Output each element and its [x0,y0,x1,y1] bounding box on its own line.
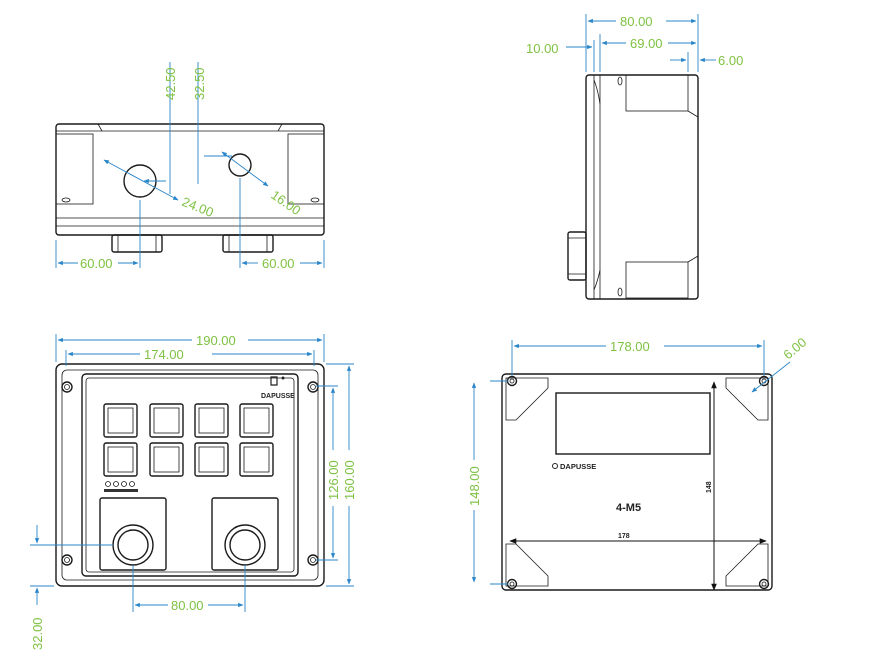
dim-160-00: 160.00 [342,460,357,500]
dim-60-left: 60.00 [80,256,113,271]
inner-dim-178: 178 [618,533,630,540]
dim-174-00: 174.00 [144,347,184,362]
dim-80-00-side: 80.00 [620,14,653,29]
dim-42-50: 42.50 [163,67,178,100]
dim-16-00: 16.00 [268,187,303,218]
button-base-right [211,497,279,571]
mount-label: 4-M5 [616,502,641,514]
button-base-left [99,497,167,571]
inner-dim-148: 148 [706,481,713,493]
back-view: DAPUSSE 4-M5 148 178 178.00 6.00 148.00 [467,335,809,591]
dim-69-00: 69.00 [630,36,663,51]
front-view: 42.50 32.50 24.00 16.00 60.00 60.00 [55,62,325,271]
dim-24-00: 24.00 [180,194,216,220]
side-button-knob [567,231,587,281]
dim-126-00: 126.00 [326,460,341,500]
dim-148-00: 148.00 [467,466,482,506]
logo-text-top: DAPUSSE [261,393,295,400]
keypad [103,403,274,477]
dim-190-00: 190.00 [196,333,236,348]
mount-hole-icon [506,375,770,590]
big-button-left [112,524,154,566]
dim-32-50: 32.50 [192,67,207,100]
button-knob-right [222,234,274,253]
led-indicators [104,481,138,492]
dim-32-00: 32.00 [30,617,45,650]
button-knob-left [111,234,163,253]
side-view: 80.00 69.00 10.00 6.00 [526,14,743,300]
dim-6-00-back: 6.00 [780,335,809,363]
top-panel [81,373,299,577]
screw-icon [61,381,319,566]
dim-60-right: 60.00 [262,256,295,271]
top-view: DAPUSSE 190.00 174.00 126.00 [30,333,357,650]
dim-6-00-side: 6.00 [718,53,743,68]
logo-text-back: DAPUSSE [560,462,596,471]
logo-icon [270,376,285,386]
dim-178-00: 178.00 [610,339,650,354]
big-button-right [224,524,266,566]
dim-10-00: 10.00 [526,41,559,56]
dim-80-00-top: 80.00 [171,598,204,613]
label-plate [555,392,711,455]
